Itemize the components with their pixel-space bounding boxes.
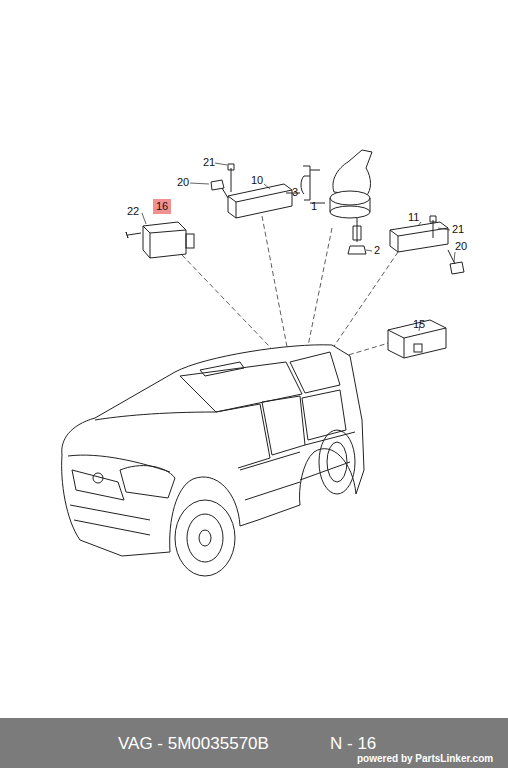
callout-number: 2 [374, 245, 380, 256]
position-number: N - 16 [330, 735, 376, 752]
callout-number: 20 [455, 241, 467, 252]
callout-number: 16 [153, 199, 171, 214]
callout-number: 11 [408, 212, 419, 223]
callout-number: 3 [292, 187, 298, 198]
callout-number: 21 [452, 224, 464, 235]
callout-number: 10 [251, 175, 263, 186]
watermark: powered by PartsLinker.com [357, 754, 493, 764]
callout-number: 21 [203, 157, 215, 168]
callout-number: 1 [311, 201, 317, 212]
callout-number: 15 [413, 319, 425, 330]
callout-number: 22 [127, 206, 139, 217]
callout-number: 20 [177, 177, 189, 188]
part-number: VAG - 5M0035570B [118, 735, 269, 752]
